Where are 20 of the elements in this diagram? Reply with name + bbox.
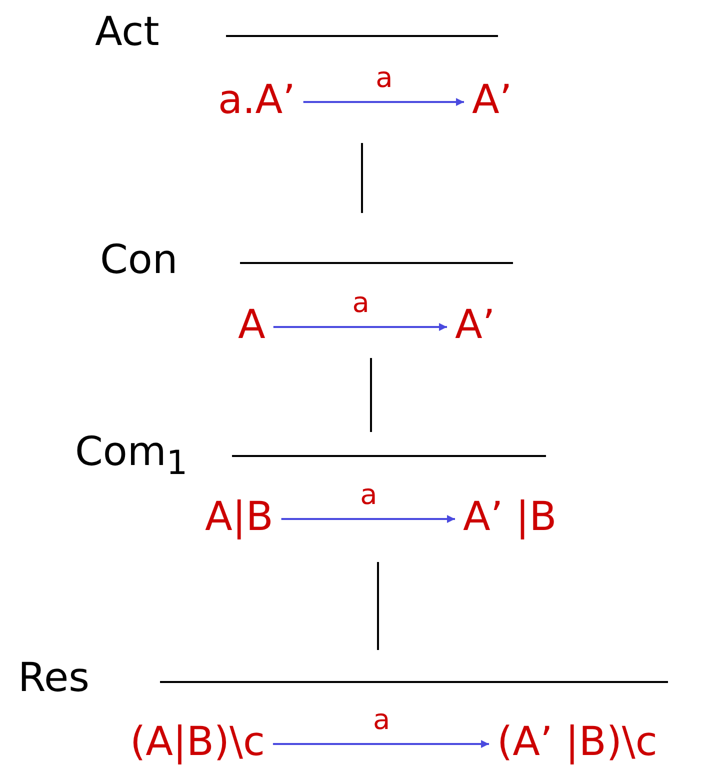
rule-name: Res <box>18 658 90 698</box>
process-term: A’ |B <box>463 497 557 537</box>
edge-label: a <box>360 481 378 509</box>
edge-label: a <box>376 64 393 92</box>
edge-label: a <box>372 706 390 734</box>
process-term: A’ <box>455 305 496 345</box>
transition-arrow <box>273 323 447 331</box>
process-term: a.A’ <box>218 80 296 120</box>
transition-arrow <box>281 515 455 523</box>
process-term: A’ <box>472 80 512 120</box>
rule-name: Com$_{1}$ <box>75 432 188 480</box>
process-term: A <box>238 305 266 345</box>
rule-name: Act <box>95 12 160 52</box>
rule-name: Con <box>100 240 178 280</box>
process-term: (A’ |B)\c <box>497 722 658 762</box>
transition-arrow <box>272 740 489 748</box>
edge-label: a <box>352 289 370 317</box>
process-term: (A|B)\c <box>130 722 265 762</box>
transition-arrow <box>303 98 464 106</box>
process-term: A|B <box>205 497 274 537</box>
